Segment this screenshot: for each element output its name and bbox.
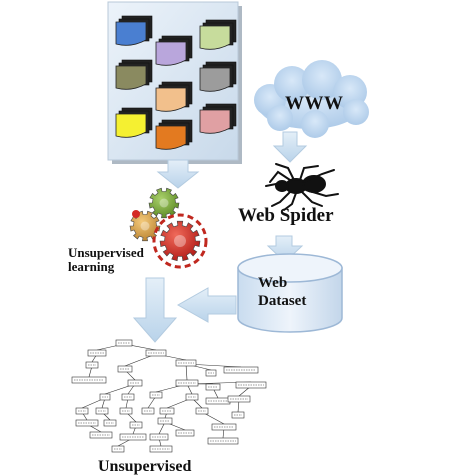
document-icons: [115, 15, 237, 150]
document-icon: [155, 119, 193, 150]
learning-label: Unsupervised learning: [68, 246, 144, 274]
document-icon: [115, 15, 153, 46]
document-icon: [155, 35, 193, 66]
document-icon: [115, 107, 153, 138]
document-icon: [115, 59, 153, 90]
arrow-cloud-to-spider: [272, 131, 308, 163]
www-cloud: [254, 60, 369, 138]
document-icon: [199, 61, 237, 92]
arrow-learning-to-tree: [132, 277, 178, 343]
spider-icon: [265, 163, 339, 211]
document-icon: [199, 19, 237, 50]
gears-icon: [129, 187, 208, 269]
dataset-label-line1: Web: [258, 275, 288, 291]
document-icon: [155, 81, 193, 112]
bottom-label: Unsupervised: [98, 458, 192, 475]
tree-diagram: [71, 339, 267, 453]
dataset-label-line2: Dataset: [258, 293, 307, 309]
spider-label: Web Spider: [238, 205, 334, 226]
cloud-label: WWW: [285, 93, 344, 114]
web-dataset-cylinder: [237, 253, 343, 333]
arrow-dataset-to-learning: [176, 287, 237, 323]
arrow-panel-to-gears: [156, 159, 200, 189]
document-collection-panel: [107, 1, 242, 164]
document-icon: [199, 103, 237, 134]
